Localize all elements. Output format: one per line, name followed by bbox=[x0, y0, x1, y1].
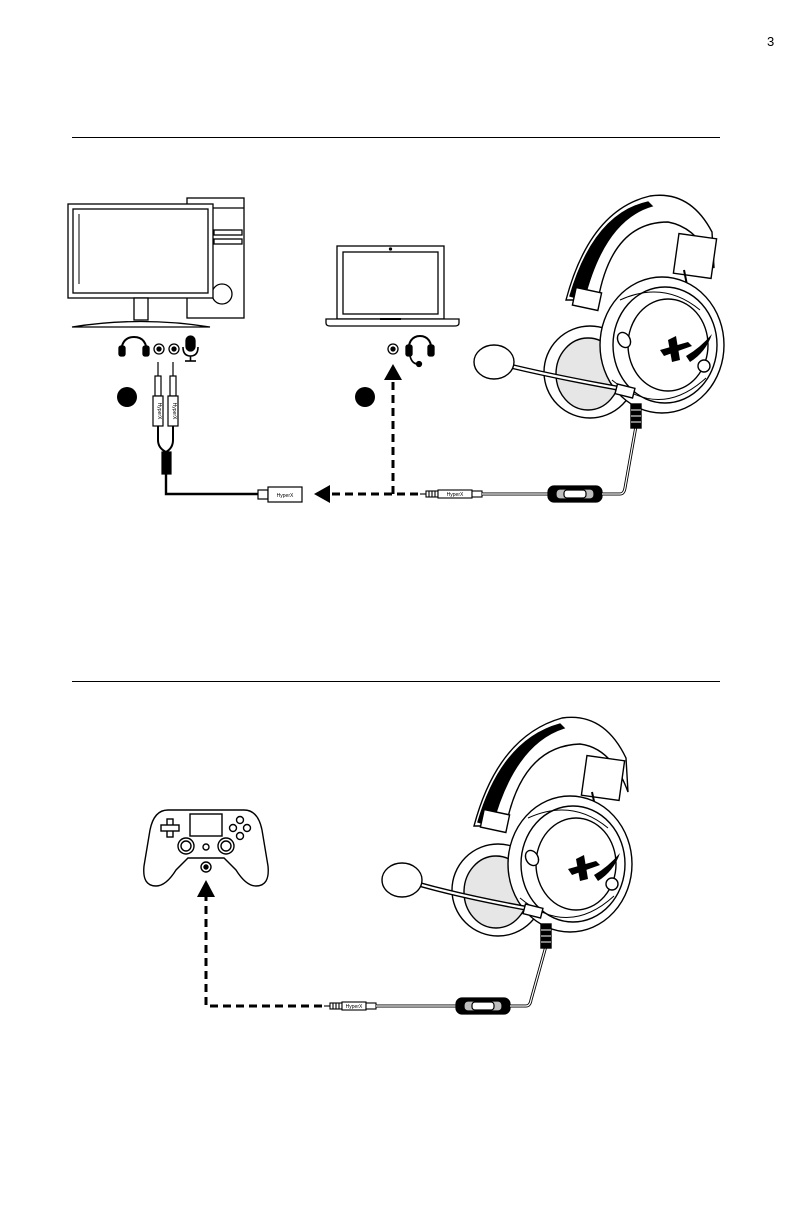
console-headset-illustration bbox=[382, 717, 632, 948]
console-arrow-head bbox=[197, 880, 215, 897]
console-dashed-arrow bbox=[206, 895, 322, 1006]
splitter-brand-right: HyperX bbox=[171, 403, 177, 420]
headset-cable-plug: HyperX bbox=[420, 490, 482, 498]
splitter-cable: HyperX HyperX bbox=[153, 362, 258, 494]
step-marker-2 bbox=[355, 387, 375, 407]
headphone-icon bbox=[119, 337, 149, 356]
adapter-brand: HyperX bbox=[277, 493, 294, 499]
console-inline-control bbox=[456, 998, 510, 1014]
splitter-brand-left: HyperX bbox=[156, 403, 162, 420]
inline-volume-control bbox=[548, 486, 602, 502]
cable-brand: HyperX bbox=[447, 492, 464, 498]
microphone-icon bbox=[183, 336, 198, 361]
mic-jack bbox=[169, 344, 179, 354]
headset-icon bbox=[406, 336, 434, 367]
console-cable-plug: HyperX bbox=[324, 1002, 376, 1010]
headphone-jack bbox=[154, 344, 164, 354]
laptop bbox=[326, 246, 459, 326]
laptop-port-row bbox=[388, 336, 434, 367]
extension-adapter: HyperX bbox=[258, 487, 302, 502]
arrow-up-head bbox=[384, 364, 402, 380]
console-cable-brand: HyperX bbox=[346, 1004, 363, 1010]
headset-illustration bbox=[474, 195, 724, 428]
controller-audio-jack bbox=[201, 862, 211, 872]
desktop-port-row bbox=[119, 336, 198, 361]
arrow-left-head bbox=[314, 485, 330, 503]
combo-jack bbox=[388, 344, 398, 354]
game-controller bbox=[144, 810, 269, 886]
step-marker-1 bbox=[117, 387, 137, 407]
